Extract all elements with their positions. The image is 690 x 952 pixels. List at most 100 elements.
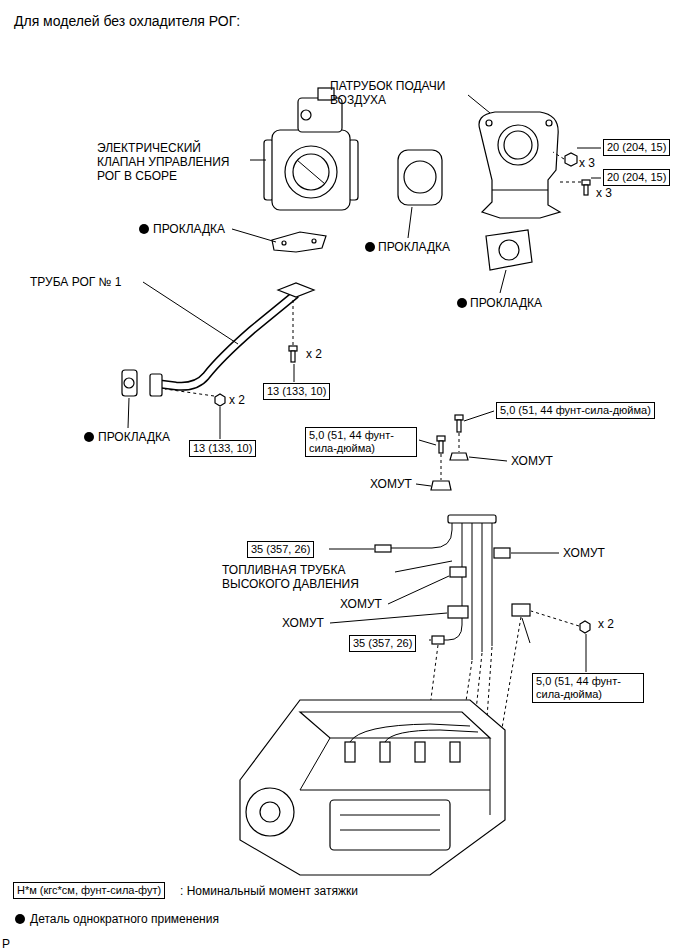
fuel-pipe xyxy=(375,522,452,548)
legend-row: Деталь однократного применения xyxy=(30,912,219,926)
gasket xyxy=(404,161,436,193)
single-use-mark xyxy=(15,224,467,924)
engine xyxy=(490,738,491,815)
part-label: : Номинальный момент затяжки xyxy=(180,884,358,898)
fuel-pipe xyxy=(375,545,391,552)
part-label: ПРОКЛАДКА xyxy=(470,296,542,310)
single-use-mark xyxy=(457,298,467,308)
torque-value: 5,0 (51, 44 фунт-сила-дюйма) xyxy=(309,429,413,455)
engine xyxy=(240,700,505,875)
engine xyxy=(246,788,294,836)
gasket xyxy=(486,230,532,270)
egr-valve xyxy=(272,130,350,210)
engine xyxy=(340,830,440,831)
part-label: ХОМУТ xyxy=(563,546,605,560)
engine xyxy=(450,742,460,762)
fasteners xyxy=(293,299,294,345)
air-inlet xyxy=(498,125,538,165)
part-label: ТРУБА РОГ № 1 xyxy=(30,275,121,289)
fuel-pipe xyxy=(441,454,442,480)
fuel-pipe xyxy=(439,441,443,453)
gasket xyxy=(398,150,442,205)
egr-pipe xyxy=(160,294,296,386)
egr-pipe xyxy=(122,283,314,396)
fuel-pipe xyxy=(448,606,468,618)
torque-box: 20 (204, 15) xyxy=(603,139,670,156)
part-label: x 3 xyxy=(596,186,612,200)
torque-value: 5,0 (51, 44 фунт-сила-дюйма) xyxy=(536,675,640,701)
egr-valve xyxy=(293,154,329,190)
single-use-mark xyxy=(365,242,375,252)
leader-lines xyxy=(388,576,449,604)
air-inlet xyxy=(546,120,552,126)
egr-valve xyxy=(285,146,337,198)
part-label: x 2 xyxy=(306,347,322,361)
legend-text: Деталь однократного применения xyxy=(30,912,219,926)
leader-lines xyxy=(143,282,238,344)
fuel-pipe xyxy=(457,420,461,432)
engine xyxy=(345,742,355,762)
fuel-pipe xyxy=(580,621,590,633)
engine xyxy=(330,800,450,850)
fuel-pipe xyxy=(448,515,496,523)
fuel-pipe xyxy=(494,548,510,558)
gasket xyxy=(272,232,326,252)
gasket xyxy=(272,232,326,252)
legend-box: Н*м (кгс*см, фунт-сила-фут) xyxy=(13,882,165,899)
leader-lines xyxy=(395,561,452,572)
fuel-pipe xyxy=(455,415,463,420)
torque-value: 20 (204, 15) xyxy=(607,171,666,184)
fasteners xyxy=(565,153,577,166)
fasteners xyxy=(558,182,581,183)
leader-lines xyxy=(586,634,587,672)
fuel-pipe xyxy=(492,520,493,646)
leader-lines xyxy=(468,95,490,113)
torque-box: 5,0 (51, 44 фунт-сила-дюйма) xyxy=(532,673,644,703)
torque-value: 35 (357, 26) xyxy=(251,543,310,556)
torque-box: 5,0 (51, 44 фунт-сила-дюйма) xyxy=(305,427,417,457)
torque-box: 13 (133, 10) xyxy=(189,440,256,457)
egr-pipe xyxy=(124,378,134,388)
fuel-pipe xyxy=(431,481,451,490)
leader-lines xyxy=(232,229,276,242)
torque-box: 20 (204, 15) xyxy=(603,169,670,186)
fuel-pipe xyxy=(444,520,462,640)
engine xyxy=(300,738,330,790)
torque-value: 13 (133, 10) xyxy=(193,442,252,455)
air-inlet xyxy=(504,131,532,159)
gasket xyxy=(398,150,442,205)
fasteners xyxy=(291,351,295,362)
engine xyxy=(340,815,440,816)
egr-valve xyxy=(301,110,311,120)
leader-lines xyxy=(408,207,412,238)
leader-lines xyxy=(511,553,559,554)
leader-lines xyxy=(500,270,506,293)
fuel-pipe xyxy=(450,453,468,460)
engine xyxy=(380,742,390,762)
air-inlet xyxy=(479,112,560,218)
gasket xyxy=(312,239,316,243)
engine xyxy=(240,700,505,875)
fuel-pipe xyxy=(432,636,444,644)
engine xyxy=(415,742,425,762)
torque-value: 5,0 (51, 44 фунт-сила-дюйма) xyxy=(500,404,651,417)
part-label: P xyxy=(2,937,10,951)
part-label: x 2 xyxy=(598,617,614,631)
single-use-mark xyxy=(139,224,149,234)
leader-lines xyxy=(128,95,601,672)
part-label: ТОПЛИВНАЯ ТРУБКА ВЫСОКОГО ДАВЛЕНИЯ xyxy=(222,563,392,591)
air-inlet xyxy=(479,112,560,218)
part-label: ПРОКЛАДКА xyxy=(98,430,170,444)
torque-box: 35 (357, 26) xyxy=(247,541,314,558)
leader-lines xyxy=(128,398,129,428)
leader-lines xyxy=(220,407,221,439)
part-label: ХОМУТ xyxy=(340,597,382,611)
part-label: ХОМУТ xyxy=(511,454,553,468)
fasteners xyxy=(289,346,297,351)
fasteners xyxy=(584,185,588,195)
gasket xyxy=(486,230,532,270)
part-label: ПРОКЛАДКА xyxy=(153,222,225,236)
leader-lines xyxy=(419,440,436,445)
torque-box: 13 (133, 10) xyxy=(263,383,330,400)
